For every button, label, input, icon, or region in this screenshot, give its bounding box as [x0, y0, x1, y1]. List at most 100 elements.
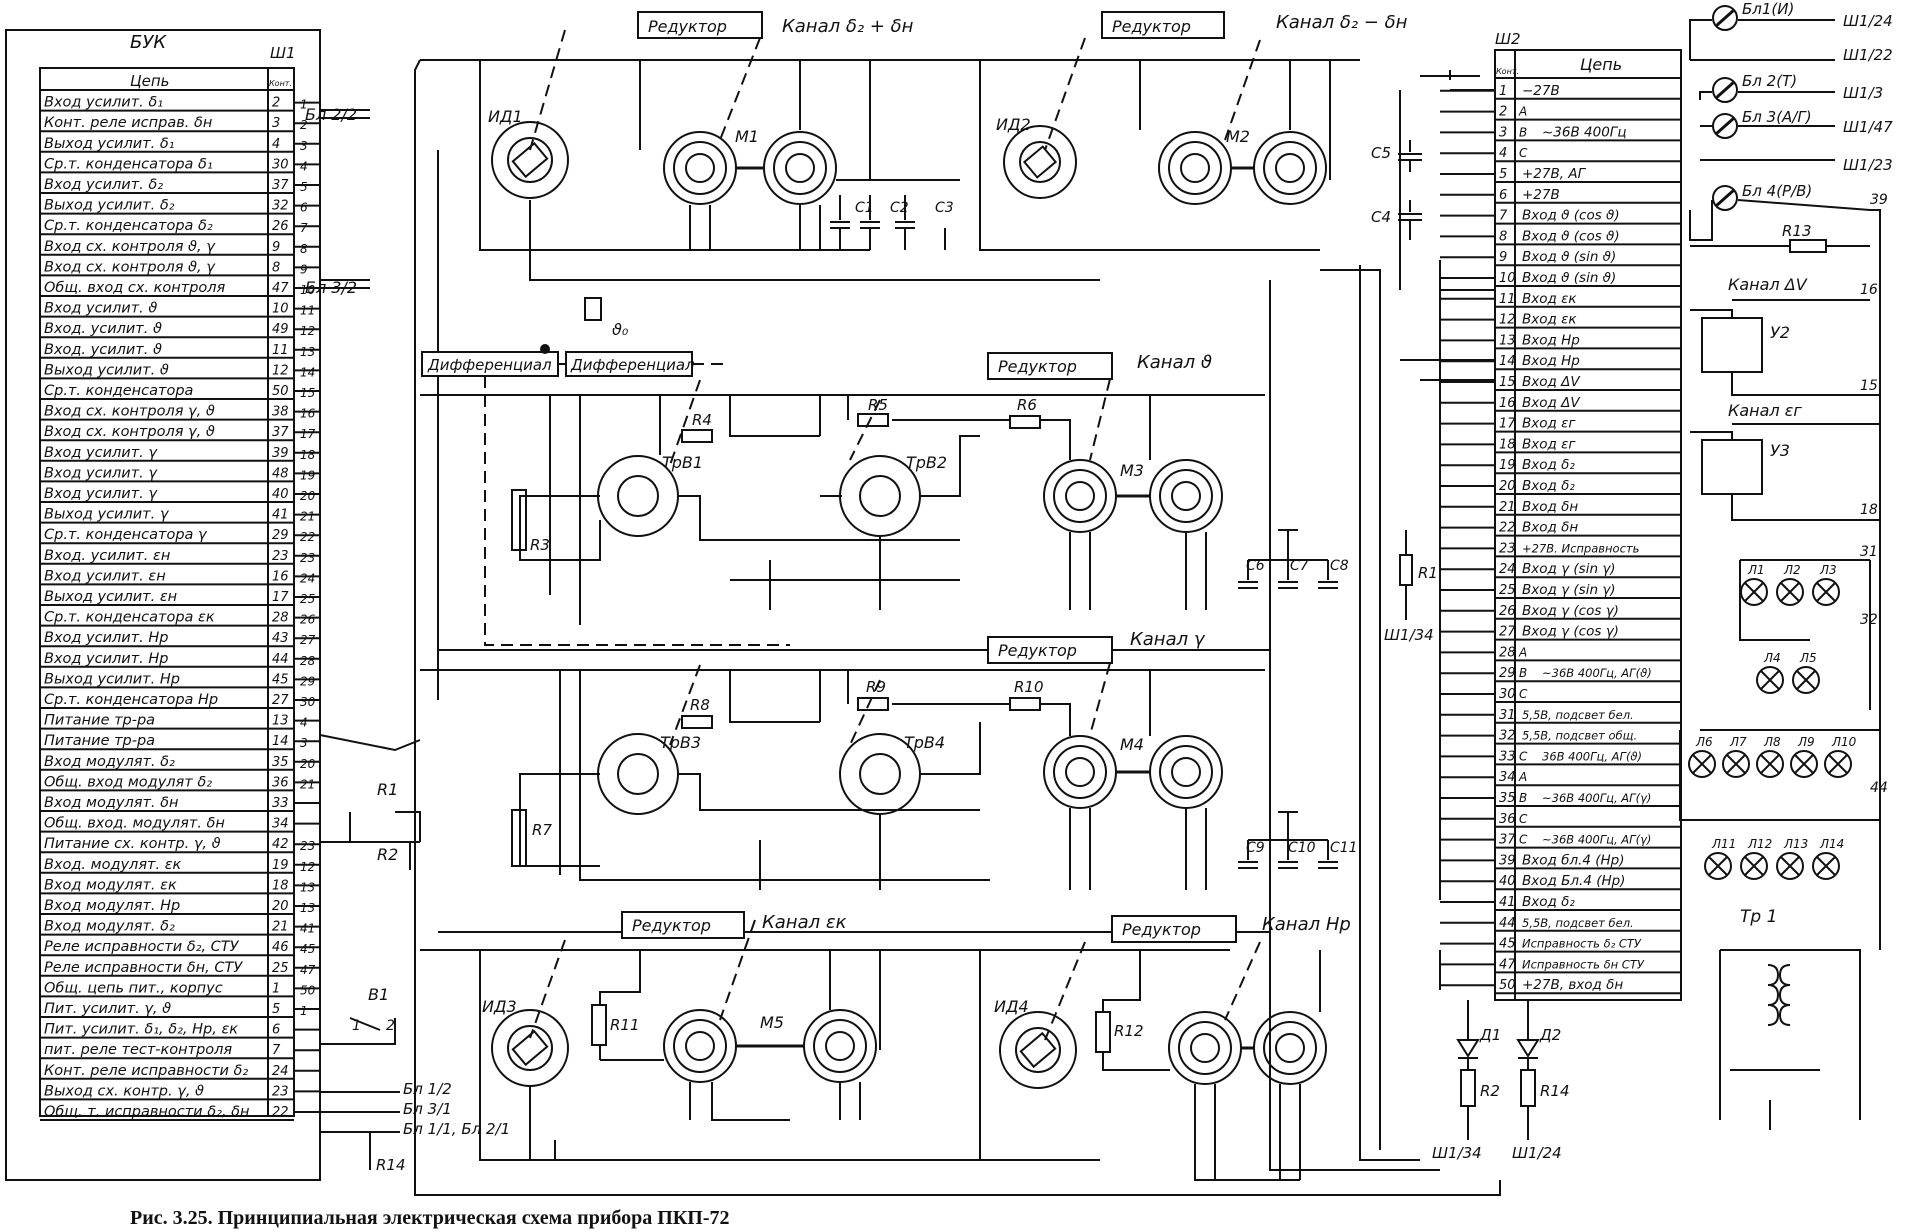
right-sh123: Ш1/23 [1843, 156, 1893, 174]
right-r13: R13 [1782, 222, 1812, 240]
channel-1-block: Редуктор Канал δ₂ + δн ИД1 М1 С1 С2 С3 [479, 11, 1100, 281]
buk-row-out: 41 [300, 922, 315, 936]
ch5-r11-label: R11 [610, 1016, 640, 1034]
ch4-capacitors: С9 С10 С11 [1238, 811, 1358, 869]
sh2-row-pin: 33 [1499, 749, 1516, 764]
buk-row-out: 11 [300, 304, 315, 318]
right-bl4: Бл 4(Р/В) [1742, 182, 1812, 200]
buk-row-label: Вход сх. контроля γ, ϑ [44, 424, 215, 440]
ch6-channel-label: Канал Hр [1262, 914, 1351, 935]
buk-row-label: Питание тр-ра [44, 733, 155, 749]
buk-row-out: 30 [300, 695, 316, 709]
buk-row-out: 12 [300, 860, 315, 874]
ch5-reducer [621, 911, 745, 939]
buk-row-label: Выход усилит. δ₁ [44, 136, 175, 152]
lamp-label: Л3 [1819, 563, 1837, 577]
diff-2-label: Дифференциал [570, 356, 695, 374]
buk-row-out: 47 [300, 963, 316, 977]
ch1-cap-3: С3 [935, 200, 954, 216]
buk-row-label: Общ. вход. модулят. δн [44, 816, 225, 832]
sh2-row-label: Вход Hр [1522, 353, 1580, 369]
buk-label-bl12: Бл 1/2 [403, 1080, 452, 1098]
right-sh147: Ш1/47 [1843, 118, 1893, 136]
sh2-row-pin: 30 [1499, 687, 1516, 702]
sh2-row-pin: 50 [1499, 978, 1516, 993]
buk-row-pin: 29 [272, 528, 289, 543]
ch5-reducer-label: Редуктор [632, 916, 711, 935]
ch4-r10-label: R10 [1014, 678, 1044, 696]
sh2-row-sub: С [1519, 146, 1528, 160]
lamp-label: Л12 [1747, 837, 1772, 851]
sh2-sh134: Ш1/34 [1384, 626, 1434, 644]
buk-row-out: 6 [300, 201, 308, 215]
ch3-trA-label: ТрВ1 [662, 453, 703, 472]
buk-row-label: Вход модулят. δ₂ [44, 754, 175, 770]
ch4-cap-3: С11 [1330, 840, 1358, 856]
sh2-c4: С4 [1371, 208, 1391, 226]
sh2-row-label: ~36В 400Гц, АГ(ϑ) [1542, 666, 1652, 680]
buk-row-label: Вход. усилит. ϑ [44, 342, 162, 358]
buk-row-pin: 34 [272, 817, 289, 832]
sh2-row-pin: 28 [1499, 645, 1516, 660]
ch3-trB-label: ТрВ2 [906, 453, 947, 472]
lamp-icon [1812, 852, 1840, 880]
buk-row-pin: 35 [272, 755, 289, 770]
ch3-r6-label: R6 [1017, 396, 1037, 414]
sh2-row-pin: 10 [1499, 271, 1516, 286]
ch5-motor-label: М5 [760, 1013, 784, 1032]
sh2-row-label: 5,5В, подсвет бел. [1522, 916, 1634, 930]
buk-row-out: 27 [300, 633, 316, 647]
buk-row-label: Вход модулят. εк [44, 877, 177, 893]
buk-row-out: 5 [300, 180, 308, 194]
sh2-row-label: Вход γ (cos γ) [1522, 624, 1619, 640]
buk-row-pin: 46 [272, 940, 289, 955]
lamp-label: Л2 [1783, 563, 1801, 577]
sh2-r14-label: R14 [1540, 1082, 1570, 1100]
sh2-row-pin: 39 [1499, 853, 1516, 868]
lamp-icon [1704, 852, 1732, 880]
sh2-row-sub: С [1519, 812, 1528, 826]
buk-row-out: 50 [300, 983, 316, 997]
buk-row-label: Общ. цепь пит., корпус [44, 980, 223, 996]
lamp-icon [1792, 666, 1820, 694]
ch2-reducer-label: Редуктор [1112, 17, 1191, 36]
right-bl1: Бл1(И) [1742, 0, 1794, 18]
sh2-row-sub: А [1518, 645, 1527, 659]
buk-row-pin: 41 [272, 508, 289, 523]
buk-row-label: Вход усилит. γ [44, 465, 158, 481]
sh2-row-pin: 24 [1499, 562, 1516, 577]
lamp-label: Л13 [1783, 837, 1808, 851]
buk-row-label: Вход усилит. γ [44, 445, 158, 461]
right-bl3: Бл 3(А/Г) [1742, 108, 1812, 126]
sh2-row-label: +27В [1522, 187, 1560, 203]
buk-row-out: 19 [300, 468, 315, 482]
buk-row-pin: 27 [272, 693, 289, 708]
sh2-row-pin: 12 [1499, 313, 1516, 328]
right-bl2: Бл 2(Т) [1742, 72, 1797, 90]
sh2-row-label: Вход γ (sin γ) [1522, 582, 1616, 598]
buk-row-out: 2 [300, 118, 308, 132]
buk-row-out: 28 [300, 654, 316, 668]
right-sh124: Ш1/24 [1843, 12, 1893, 30]
buk-row-pin: 23 [272, 1084, 289, 1099]
buk-row-label: Вход. модулят. εк [44, 857, 182, 873]
buk-row-out: 4 [300, 159, 308, 173]
ch4-trA-label: ТрВ3 [660, 733, 701, 752]
sh2-row-sub: В [1519, 125, 1527, 139]
ch6-sensor-label: ИД4 [994, 997, 1029, 1016]
ch1-channel-label: Канал δ₂ + δн [782, 16, 914, 37]
buk-row-label: Вход модулят. δ₂ [44, 919, 175, 935]
sh2-row-label: Вход Бл.4 (Hр) [1522, 873, 1625, 889]
buk-label-v1: В1 [368, 985, 389, 1004]
right-n32: 32 [1860, 612, 1878, 628]
buk-row-out: 23 [300, 551, 315, 565]
figure-caption: Рис. 3.25. Принципиальная электрическая … [130, 1207, 729, 1229]
channel-3-block: Редуктор Канал ϑ ТрВ1 ТрВ2 М3 R3 R4 R5 R… [511, 352, 1349, 625]
buk-row-label: Выход усилит. ϑ [44, 362, 169, 378]
buk-row-pin: 36 [272, 775, 289, 790]
sh2-d2: Д2 [1539, 1026, 1561, 1044]
buk-row-label: Ср.т. конденсатора [44, 383, 193, 399]
sh2-connector-label: Ш2 [1495, 30, 1521, 48]
